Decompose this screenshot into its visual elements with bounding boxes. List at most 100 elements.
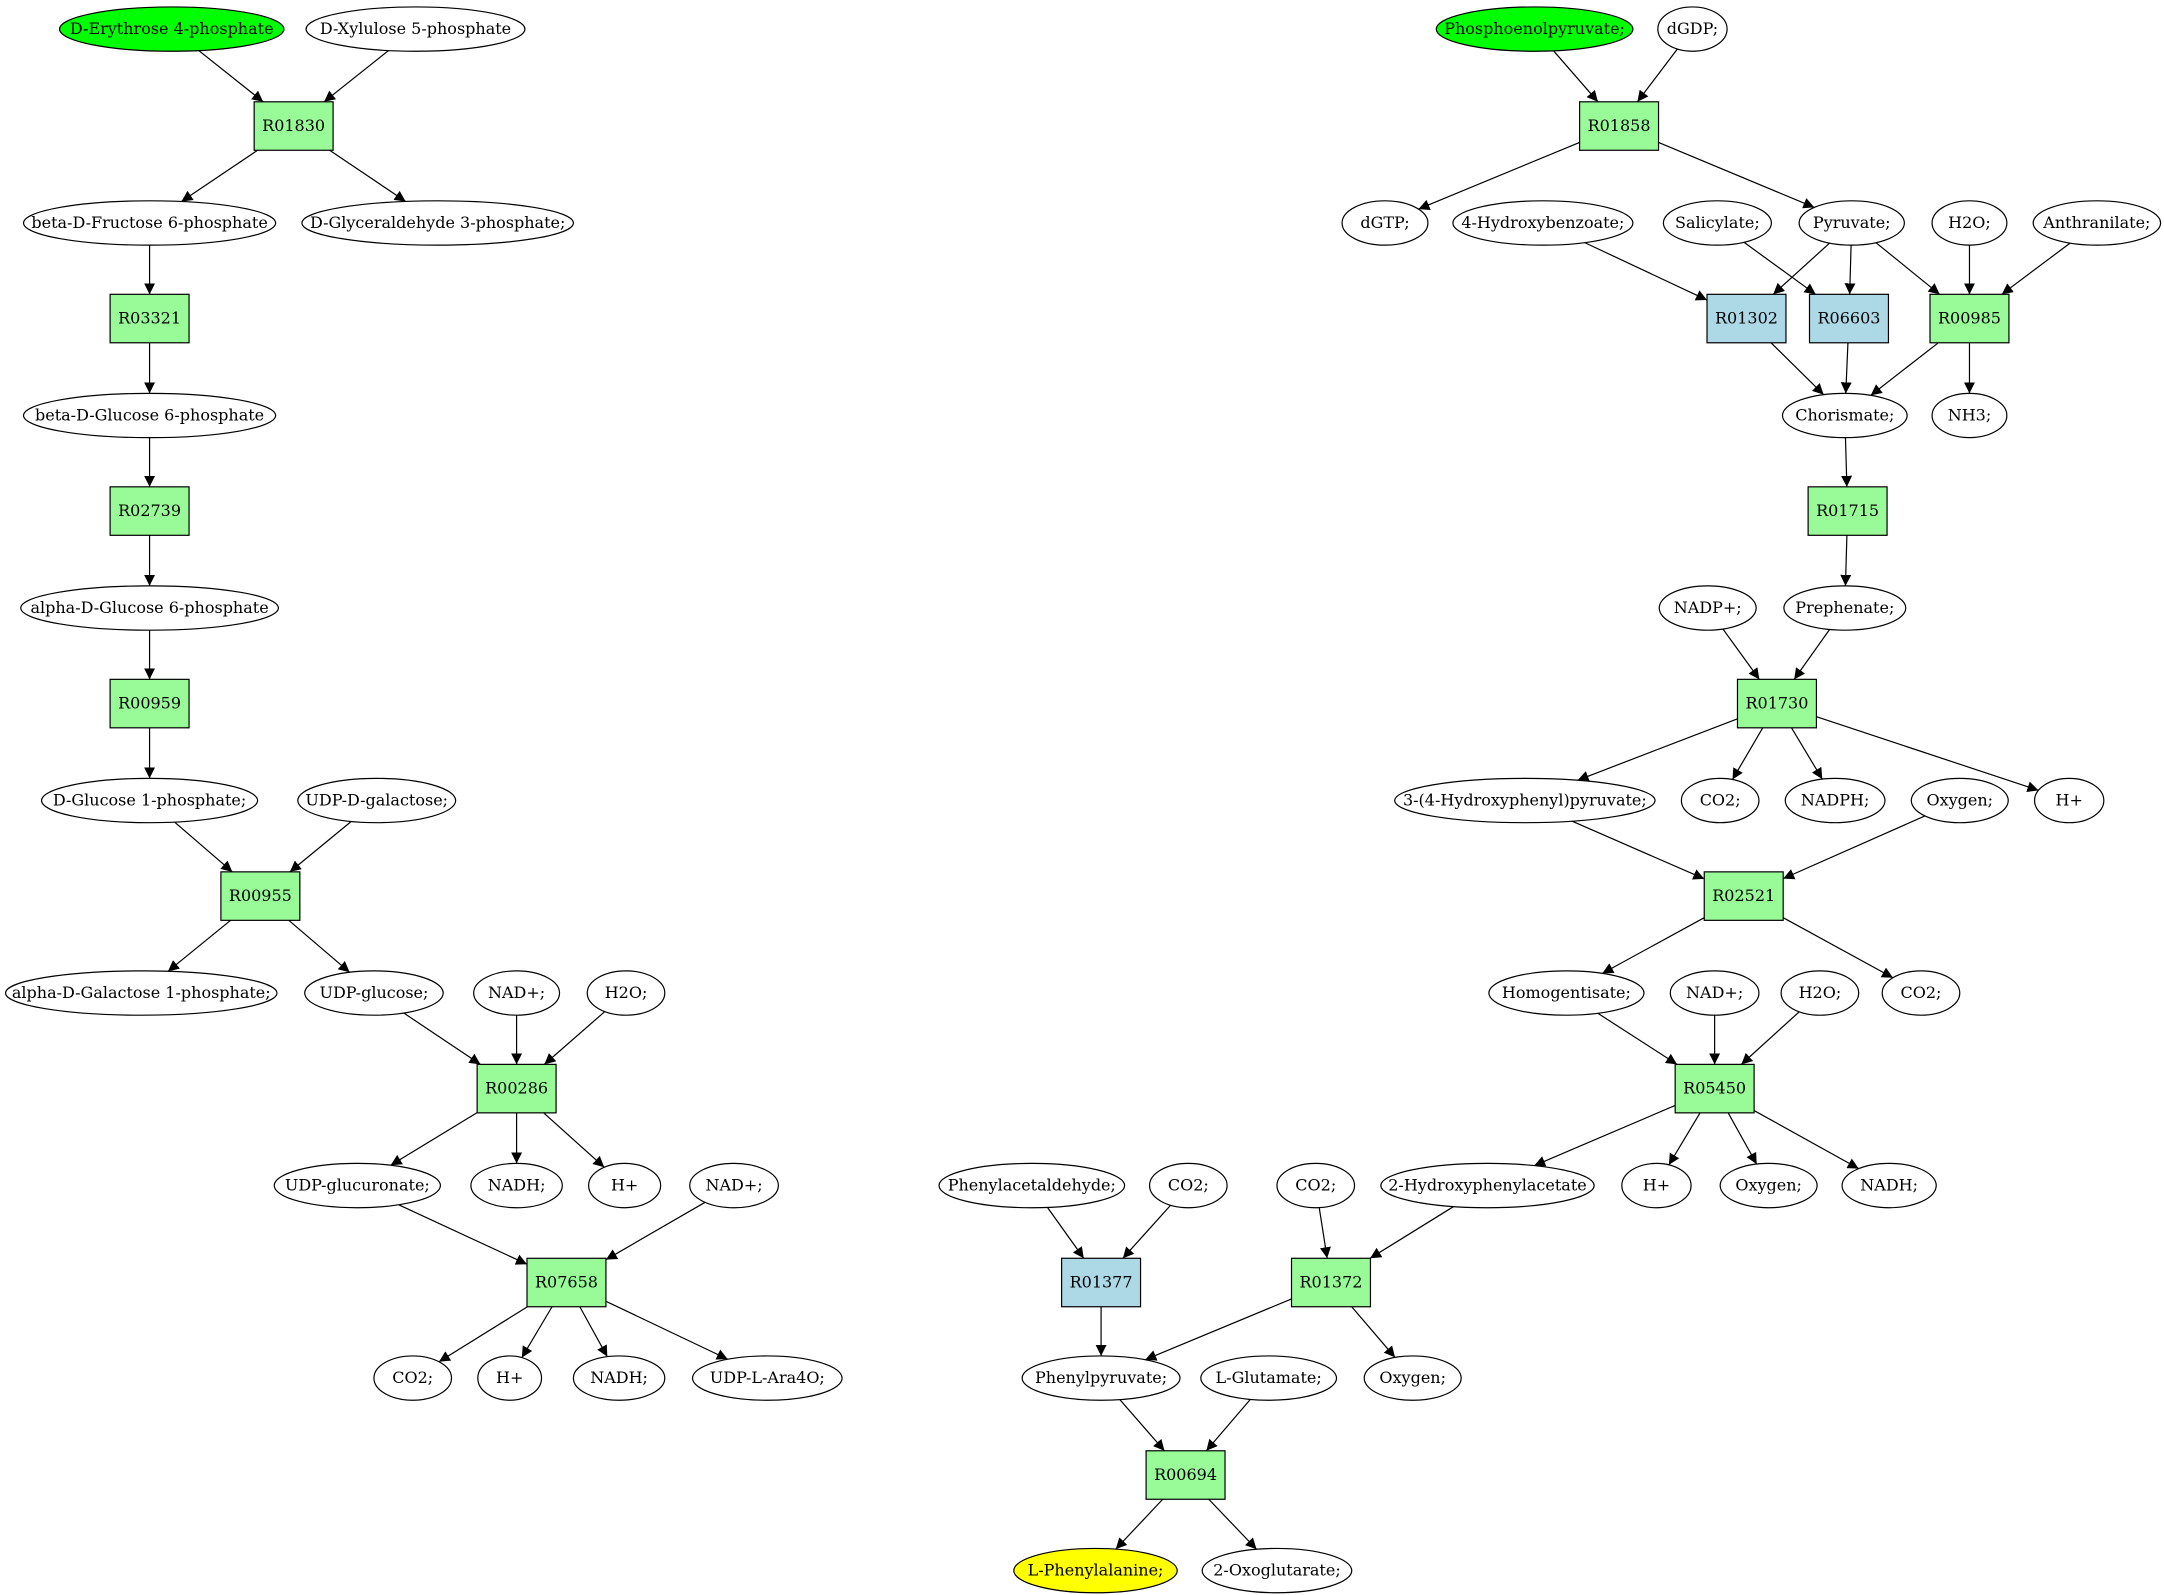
compound-node: NADH;: [470, 1162, 563, 1209]
reaction-node: R02521: [1703, 871, 1784, 921]
compound-node: D-Glucose 1-phosphate;: [40, 777, 259, 824]
compound-node: NAD+;: [689, 1162, 779, 1209]
reaction-node: R01830: [253, 101, 334, 151]
compound-label: D-Glyceraldehyde 3-phosphate;: [310, 213, 565, 232]
compound-ellipse: [1200, 1355, 1338, 1401]
compound-ellipse: [1148, 1162, 1228, 1209]
edge-arrow: [1840, 342, 1852, 394]
compound-label: Oxygen;: [1926, 791, 1993, 810]
edge-arrow: [403, 1012, 481, 1065]
compound-ellipse: [1452, 200, 1634, 246]
compound-label: dGTP;: [1360, 213, 1409, 232]
compound-node: CO2;: [1276, 1162, 1356, 1209]
edge-arrow: [543, 1112, 605, 1168]
compound-ellipse: [1881, 970, 1961, 1016]
reaction-node: R01858: [1578, 101, 1660, 151]
reaction-box: [1290, 1257, 1372, 1308]
compound-label: 2-Hydroxyphenylacetate: [1388, 1176, 1586, 1195]
edge-arrow: [1793, 629, 1831, 680]
compound-label: NAD+;: [1686, 983, 1743, 1002]
edge-arrow: [579, 1306, 608, 1357]
edge-arrow: [1727, 1112, 1758, 1165]
compound-label: UDP-glucose;: [319, 983, 428, 1002]
compound-label: Phenylpyruvate;: [1035, 1368, 1167, 1387]
reaction-label: R01730: [1745, 694, 1808, 713]
reaction-box: [109, 486, 190, 536]
reaction-label: R01302: [1715, 309, 1778, 328]
reaction-node: R00985: [1929, 293, 2010, 344]
reaction-node: R00694: [1145, 1450, 1226, 1500]
compound-node: 2-Oxoglutarate;: [1201, 1547, 1353, 1594]
edge-arrow: [1533, 1104, 1676, 1167]
reaction-node: R00286: [476, 1063, 557, 1114]
edge-arrow: [1369, 1206, 1454, 1259]
compound-label: beta-D-Glucose 6-phosphate: [35, 406, 264, 425]
compound-node: D-Erythrose 4-phosphate: [58, 6, 285, 52]
compound-ellipse: [1621, 1162, 1692, 1209]
edge-arrow: [1636, 48, 1678, 103]
reaction-label: R05450: [1683, 1079, 1746, 1098]
compound-ellipse: [2033, 777, 2105, 824]
compound-node: CO2;: [1881, 970, 1961, 1016]
reaction-label: R01858: [1588, 116, 1651, 135]
edge-arrow: [1844, 245, 1856, 295]
edge-arrow: [1870, 342, 1939, 396]
compound-ellipse: [1680, 777, 1760, 824]
compound-node: Oxygen;: [1910, 777, 2009, 824]
edge-arrow: [1740, 1011, 1800, 1065]
reaction-box: [109, 678, 190, 729]
compound-ellipse: [1931, 200, 2008, 246]
reaction-node: R02739: [109, 486, 190, 536]
compound-node: H+: [477, 1355, 543, 1401]
edge-arrow: [438, 1306, 528, 1363]
reaction-label: R02739: [118, 501, 181, 520]
compound-label: alpha-D-Glucose 6-phosphate: [30, 598, 268, 617]
compound-ellipse: [1488, 970, 1645, 1016]
edge-arrow: [1782, 917, 1894, 979]
reaction-label: R00959: [118, 694, 181, 713]
compound-node: CO2;: [1680, 777, 1760, 824]
reaction-box: [476, 1063, 557, 1114]
reaction-node: R00955: [220, 871, 301, 921]
compound-node: H+: [588, 1162, 662, 1209]
reaction-box: [109, 293, 190, 344]
edge-arrow: [1571, 820, 1705, 880]
compound-node: H+: [2033, 777, 2105, 824]
compound-label: H+: [1643, 1176, 1670, 1195]
edge-arrow: [1418, 141, 1580, 210]
compound-node: Chorismate;: [1781, 392, 1908, 439]
edge-arrow: [1553, 50, 1599, 103]
reaction-box: [1706, 293, 1787, 344]
compound-label: NAD+;: [488, 983, 545, 1002]
reaction-label: R06603: [1817, 309, 1880, 328]
compound-node: dGDP;: [1657, 6, 1728, 52]
edge-arrow: [1658, 141, 1815, 209]
compound-ellipse: [1841, 1162, 1937, 1209]
edge-arrow: [174, 821, 233, 873]
reaction-box: [220, 871, 301, 921]
compound-node: CO2;: [1148, 1162, 1228, 1209]
compound-ellipse: [473, 970, 561, 1016]
compound-ellipse: [1380, 1162, 1595, 1209]
compound-label: CO2;: [1700, 791, 1741, 810]
compound-ellipse: [470, 1162, 563, 1209]
reaction-box: [1736, 678, 1818, 729]
compound-label: H+: [2056, 791, 2083, 810]
reaction-label: R00955: [229, 886, 292, 905]
compound-ellipse: [22, 200, 277, 246]
edge-arrow: [289, 821, 352, 873]
compound-ellipse: [301, 200, 574, 246]
compound-node: H2O;: [586, 970, 666, 1016]
compound-label: NADH;: [590, 1368, 648, 1387]
compound-label: 4-Hydroxybenzoate;: [1461, 213, 1624, 232]
compound-ellipse: [297, 777, 457, 824]
compound-node: UDP-D-galactose;: [297, 777, 457, 824]
compound-ellipse: [1780, 970, 1860, 1016]
edge-arrow: [1753, 1110, 1859, 1170]
compound-ellipse: [373, 1355, 453, 1401]
compound-node: NAD+;: [1669, 970, 1760, 1016]
compound-label: H+: [496, 1368, 523, 1387]
compound-node: NADPH;: [1784, 777, 1886, 824]
edge-arrow: [1875, 242, 1940, 295]
compound-label: Anthranilate;: [2042, 213, 2150, 232]
